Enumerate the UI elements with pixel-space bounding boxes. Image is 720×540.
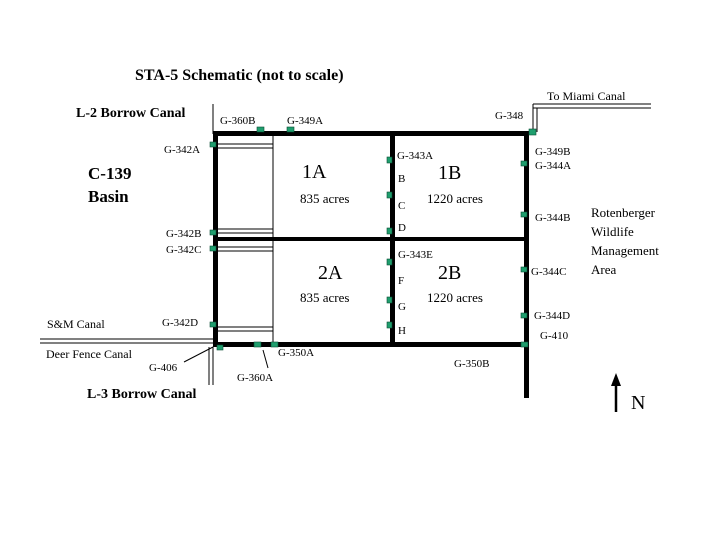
gate-marker-g — [386, 296, 393, 304]
gate-marker-g342a — [209, 141, 217, 148]
gate-label-g342b: G-342B — [166, 228, 201, 240]
gate-label-g344c: G-344C — [531, 266, 566, 278]
cell-1b-name: 1B — [438, 162, 461, 184]
gate-marker-g350a — [270, 341, 279, 348]
gate-marker-g344d — [520, 312, 528, 319]
cell-2b-name: 2B — [438, 262, 461, 284]
levee-cross — [218, 237, 524, 241]
label-to-miami-canal: To Miami Canal — [547, 89, 626, 103]
cell-2a-name: 2A — [318, 262, 343, 284]
gate-marker-e — [386, 258, 393, 266]
cell-1b-acres: 1220 acres — [427, 191, 483, 206]
gate-marker-g342d — [209, 321, 217, 328]
north-label: N — [631, 392, 645, 414]
gate-marker-b — [386, 156, 393, 164]
gate-label-g342c: G-342C — [166, 244, 201, 256]
gate-markers — [209, 126, 537, 351]
label-l2-borrow-canal: L-2 Borrow Canal — [76, 106, 186, 121]
basin-label-line1: C-139 — [88, 164, 131, 183]
wildlife-area-line2: Wildlife — [591, 224, 634, 239]
g360a-leader — [262, 349, 269, 369]
wildlife-area-line1: Rotenberger — [591, 205, 656, 220]
gate-label-g360a: G-360A — [237, 372, 273, 384]
gate-label-g350a: G-350A — [278, 347, 314, 359]
gate-marker-g344a — [520, 160, 528, 167]
gate-label-g343a: G-343A — [397, 150, 433, 162]
wildlife-area-line3: Management — [591, 243, 659, 258]
gate-marker-g360b — [256, 126, 265, 133]
cell-2b-acres: 1220 acres — [427, 290, 483, 305]
g406-leader — [183, 346, 214, 363]
gate-marker-g344c — [520, 266, 528, 273]
gate-marker-h — [386, 321, 393, 329]
gate-marker-g360a — [253, 341, 262, 348]
gate-label-g342d: G-342D — [162, 317, 198, 329]
gate-label-b: B — [398, 173, 405, 185]
gate-label-g342a: G-342A — [164, 144, 200, 156]
gate-label-g348: G-348 — [495, 110, 524, 122]
levee-east — [524, 131, 529, 398]
gate-label-g344a: G-344A — [535, 160, 571, 172]
gate-label-g350b: G-350B — [454, 358, 489, 370]
gate-marker-d — [386, 227, 393, 235]
label-l3-borrow-canal: L-3 Borrow Canal — [87, 387, 197, 402]
gate-marker-g406 — [216, 344, 224, 351]
gate-label-g360b: G-360B — [220, 115, 255, 127]
gate-label-g349a: G-349A — [287, 115, 323, 127]
gate-marker-g342c — [209, 245, 217, 252]
gate-marker-g349a — [286, 126, 295, 133]
gate-label-h: H — [398, 325, 406, 337]
label-deer-fence-canal: Deer Fence Canal — [46, 347, 133, 361]
gate-label-g344b: G-344B — [535, 212, 570, 224]
wildlife-area-line4: Area — [591, 262, 616, 277]
gate-label-g349b: G-349B — [535, 146, 570, 158]
gate-label-c: C — [398, 200, 405, 212]
basin-label-line2: Basin — [88, 187, 129, 206]
gate-label-g343e: G-343E — [398, 249, 433, 261]
levee-north — [213, 131, 528, 136]
gate-label-d: D — [398, 222, 406, 234]
gate-marker-g344b — [520, 211, 528, 218]
label-sm-canal: S&M Canal — [47, 317, 105, 331]
north-arrow-icon — [611, 373, 621, 412]
gate-marker-c — [386, 191, 393, 199]
cell-2a-acres: 835 acres — [300, 290, 349, 305]
diagram-title: STA-5 Schematic (not to scale) — [135, 67, 344, 84]
levee-south — [213, 342, 528, 347]
gate-label-f: F — [398, 275, 404, 287]
gate-marker-g342b — [209, 229, 217, 236]
levee-west — [213, 134, 218, 345]
gate-label-g344d: G-344D — [534, 310, 570, 322]
cell-1a-name: 1A — [302, 161, 327, 183]
gate-label-g406: G-406 — [149, 362, 178, 374]
gate-label-g: G — [398, 301, 406, 313]
gate-marker-g348 — [528, 128, 537, 136]
gate-marker-g350b — [520, 341, 529, 348]
cell-1a-acres: 835 acres — [300, 191, 349, 206]
gate-label-g410: G-410 — [540, 330, 569, 342]
